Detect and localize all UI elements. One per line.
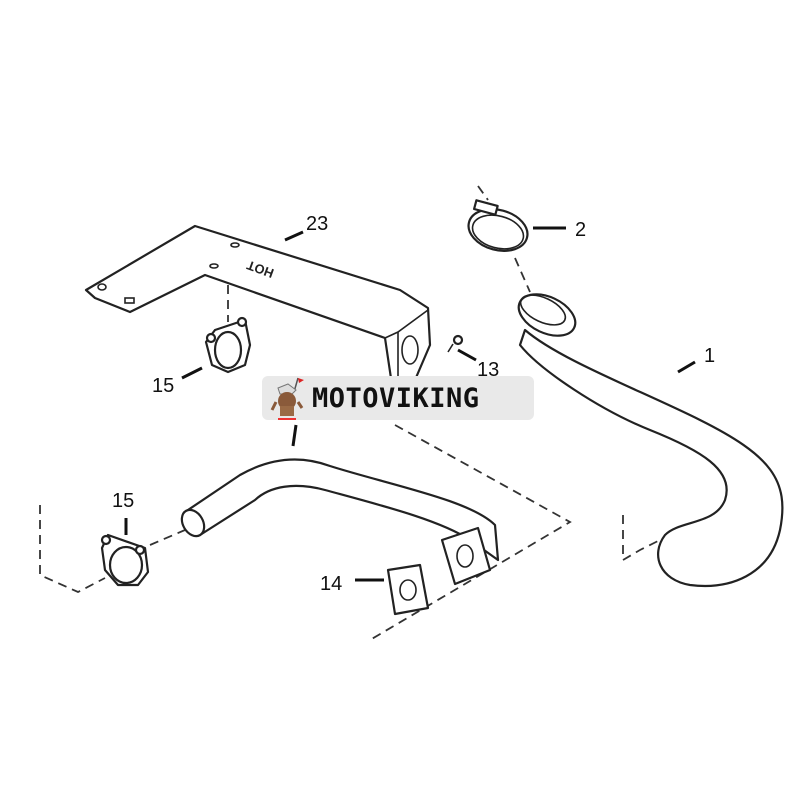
callout-1: 1: [704, 345, 715, 367]
bolt-part-13: [447, 334, 464, 353]
viking-mascot-icon: [270, 377, 304, 420]
clamp-part-15-lower: [100, 533, 150, 587]
gasket-part-14: [386, 563, 430, 616]
clamp-part-15-upper: [204, 316, 252, 374]
pipe-part: [180, 458, 500, 586]
callout-15-lower: 15: [112, 490, 134, 512]
watermark-text: MOTOVIKING: [312, 382, 480, 414]
callout-13: 13: [477, 359, 499, 381]
watermark-banner: MOTOVIKING: [262, 376, 534, 420]
hose-clamp-part-2: [467, 199, 529, 252]
leader-lines: [124, 226, 696, 582]
assembly-lines: [39, 185, 661, 641]
bracket-part-23: HOT: [84, 224, 432, 387]
callout-14: 14: [320, 573, 342, 595]
hose-part-1: [517, 293, 784, 587]
callout-23: 23: [306, 213, 328, 235]
callout-15-upper: 15: [152, 375, 174, 397]
callout-2: 2: [575, 219, 586, 241]
